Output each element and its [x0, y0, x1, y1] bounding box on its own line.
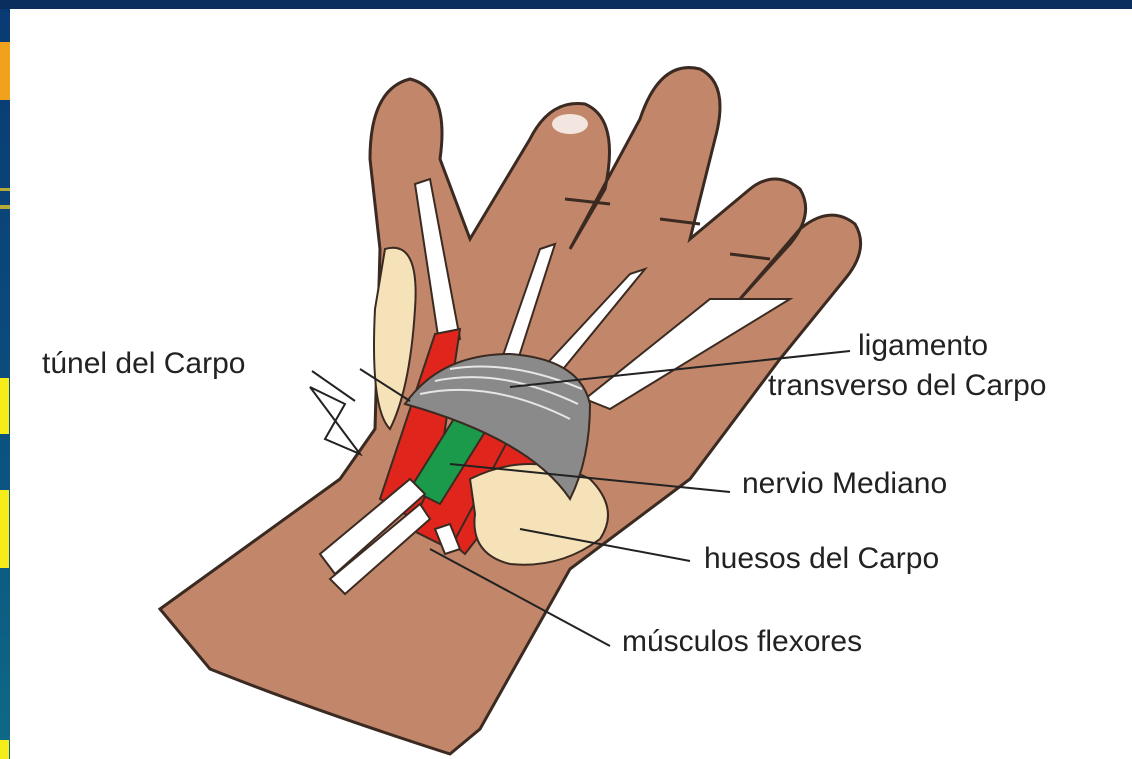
label-huesos-carpo: huesos del Carpo [704, 544, 939, 574]
label-tunel-carpo: túnel del Carpo [42, 349, 245, 379]
label-ligamento-line2: transverso del Carpo [768, 371, 1046, 401]
fingertip-highlight [552, 114, 588, 134]
slide-divider-line [0, 188, 10, 191]
label-ligamento-line1: ligamento [858, 331, 988, 361]
slide-yellow-text-fragment [0, 378, 9, 434]
slide-yellow-text-fragment [0, 740, 9, 759]
slide-yellow-text-fragment [0, 490, 9, 568]
diagram-panel: túnel del Carpo ligamento transverso del… [10, 9, 1132, 759]
label-nervio-mediano: nervio Mediano [742, 469, 947, 499]
slide-top-bar [0, 0, 1132, 9]
label-musculos-flexores: músculos flexores [622, 627, 862, 657]
slide-divider-line [0, 205, 10, 209]
tunnel-bracket [310, 387, 360, 454]
